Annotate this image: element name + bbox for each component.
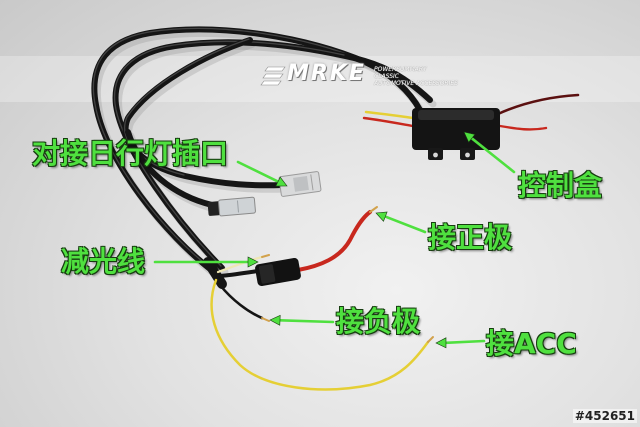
watermark-tagline: AUTOMOTIVE ACCESSORIES: [374, 80, 458, 87]
arrow-head-icon: [463, 131, 476, 143]
arrow-head-icon: [247, 256, 259, 268]
fuse-holder-cap: [259, 264, 276, 284]
logo-stripe: [264, 66, 286, 72]
fuse-input-lead: [218, 269, 260, 278]
negative-black-wire: [218, 283, 264, 320]
watermark-tagline: POWERSUMMARY: [374, 66, 427, 73]
arrow-positive: [383, 215, 427, 234]
brand-logo-emblem: [260, 66, 286, 86]
drl-connector-upper: [278, 171, 322, 197]
cable-sheen: [113, 40, 345, 267]
acc-yellow-wire: [210, 278, 430, 391]
positive-wire-tip: [369, 206, 378, 213]
arrow-negative: [278, 318, 335, 324]
arrow-acc: [444, 339, 486, 345]
bundle-junction-sleeve: [203, 257, 227, 289]
positive-red-wire: [296, 210, 372, 272]
control-box-top-face: [418, 110, 494, 120]
connector-shell: [218, 196, 256, 217]
box-right-dark-lead: [496, 93, 580, 116]
connector-latch: [293, 175, 309, 192]
arrow-head-icon: [269, 314, 281, 326]
arrow-drl-connector: [236, 160, 280, 183]
lug-hole: [465, 152, 470, 158]
control-box: [362, 93, 580, 160]
connector-ridge: [310, 174, 314, 191]
annotation-arrows: [153, 131, 516, 349]
dimming-wire: [216, 255, 264, 274]
watermark-tagline: CLASSIC: [374, 73, 399, 80]
box-right-red-lead: [498, 124, 548, 131]
logo-stripe: [262, 73, 284, 79]
label-drl-connector: 对接日行灯插口: [32, 137, 229, 170]
connector-ridge: [236, 200, 239, 213]
arrow-head-icon: [275, 176, 288, 187]
logo-stripe: [260, 80, 282, 86]
label-positive-terminal: 接正极: [428, 221, 513, 254]
dimming-wire-tip: [261, 254, 270, 258]
lug-hole: [433, 152, 438, 158]
label-negative-terminal: 接负极: [336, 305, 421, 338]
watermark-brand: MRKE: [287, 61, 366, 86]
cable-sheen: [124, 38, 250, 176]
fuse-holder: [255, 257, 301, 287]
negative-wire-tip: [261, 317, 270, 322]
connector-boot: [207, 201, 221, 216]
arrow-head-icon: [435, 337, 447, 349]
label-acc-terminal: 接ACC: [486, 327, 577, 360]
watermark-band: [0, 56, 640, 102]
label-dimming-wire: 减光线: [61, 245, 146, 278]
drl-connector-lower: [207, 196, 256, 217]
arrow-head-icon: [375, 211, 388, 222]
cable-sheen: [92, 27, 365, 271]
box-red-lead: [362, 116, 415, 128]
acc-wire-tip: [427, 336, 434, 343]
drl-branch-cable-lower: [125, 129, 215, 208]
photo-id-badge: #452651: [572, 409, 637, 423]
label-control-box: 控制盒: [518, 169, 603, 202]
black-cables: [91, 26, 433, 289]
box-yellow-lead: [364, 110, 415, 120]
arrow-control-box: [470, 137, 516, 174]
